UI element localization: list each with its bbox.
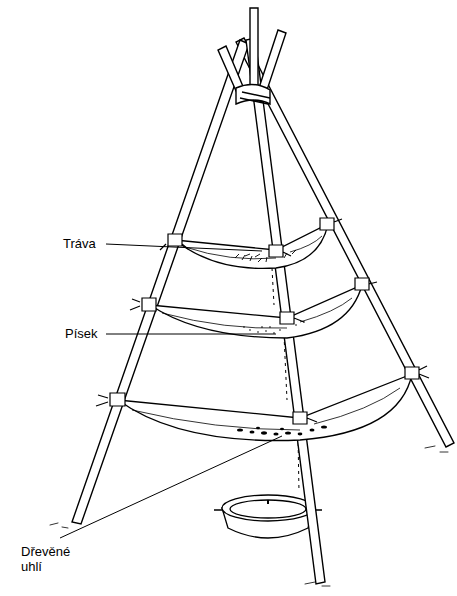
ground-marks (50, 446, 448, 586)
knot (96, 393, 125, 406)
sand-cloth (150, 285, 362, 338)
basin-rim (222, 495, 314, 521)
ground-hatch (50, 446, 448, 586)
knot (293, 412, 317, 424)
part-label: Tráva (62, 236, 97, 251)
left-pole (72, 40, 249, 524)
water-drop (267, 500, 269, 504)
knots (96, 218, 429, 424)
knot (130, 298, 156, 311)
right-pole (236, 38, 454, 447)
leader-line (106, 244, 262, 251)
leader-line (60, 436, 282, 538)
knot (355, 278, 377, 290)
poles (72, 8, 454, 584)
knot (405, 366, 429, 379)
leader-line (106, 334, 276, 335)
part-label: Písek (64, 326, 99, 341)
part-label: Dřevěné uhlí (20, 544, 78, 574)
top-lashing (236, 84, 270, 104)
cloth-fold (132, 388, 400, 430)
grass-strands (235, 250, 296, 262)
leader-lines (60, 244, 282, 538)
sand-dots (243, 321, 305, 334)
lashing-lines (240, 92, 270, 104)
knot (280, 312, 304, 324)
cloth-layers (118, 224, 412, 441)
basin-water (230, 500, 306, 518)
charcoal-cloth (118, 374, 412, 441)
knot (269, 245, 291, 257)
cloth-fold (185, 236, 322, 259)
fillings (235, 250, 327, 436)
charcoal-lumps (237, 425, 327, 435)
knot (320, 218, 342, 230)
grass-cloth (175, 224, 328, 268)
cloth-fold (162, 298, 352, 328)
